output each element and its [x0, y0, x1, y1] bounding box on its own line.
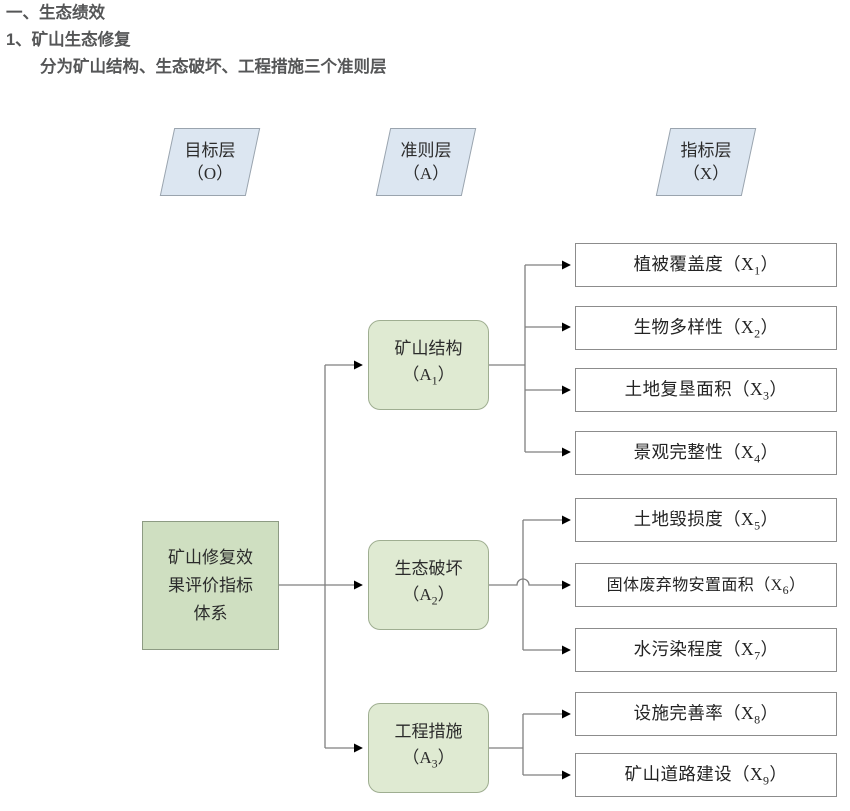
indicator-node-x3[interactable]: 土地复垦面积（X3） [575, 368, 837, 412]
criterion-node-a3-label: 工程措施（A3） [394, 722, 463, 771]
indicator-node-x3-label: 土地复垦面积（X3） [624, 379, 788, 403]
layer-header-goal-label: 目标层（O） [184, 141, 236, 183]
layer-header-criteria-label: 准则层（A） [400, 141, 452, 183]
indicator-node-x5[interactable]: 土地毁损度（X5） [575, 498, 837, 542]
indicator-node-x4-label: 景观完整性（X4） [633, 442, 779, 466]
heading-description: 分为矿山结构、生态破坏、工程措施三个准则层 [40, 58, 387, 76]
criterion-node-a3[interactable]: 工程措施（A3） [368, 703, 489, 793]
heading-block: 一、生态绩效 1、矿山生态修复 分为矿山结构、生态破坏、工程措施三个准则层 [0, 0, 850, 81]
indicator-node-x9[interactable]: 矿山道路建设（X9） [575, 753, 837, 797]
indicator-node-x6-label: 固体废弃物安置面积（X6） [606, 577, 806, 598]
indicator-node-x8[interactable]: 设施完善率（X8） [575, 692, 837, 736]
layer-header-indicator[interactable]: 指标层（X） [655, 128, 757, 196]
criterion-node-a1-label: 矿山结构（A1） [394, 339, 463, 388]
indicator-node-x2[interactable]: 生物多样性（X2） [575, 306, 837, 350]
indicator-node-x5-label: 土地毁损度（X5） [633, 509, 779, 533]
goal-node-label: 矿山修复效 果评价指标 体系 [168, 547, 253, 623]
criterion-node-a2[interactable]: 生态破坏（A2） [368, 540, 489, 630]
heading-section-title: 一、生态绩效 [6, 4, 105, 22]
indicator-node-x7[interactable]: 水污染程度（X7） [575, 628, 837, 672]
indicator-node-x1[interactable]: 植被覆盖度（X1） [575, 243, 837, 287]
indicator-node-x8-label: 设施完善率（X8） [633, 703, 779, 727]
indicator-node-x2-label: 生物多样性（X2） [633, 317, 779, 341]
indicator-node-x7-label: 水污染程度（X7） [633, 639, 779, 663]
criterion-node-a2-label: 生态破坏（A2） [394, 559, 463, 608]
heading-subsection-title: 1、矿山生态修复 [6, 31, 131, 49]
indicator-node-x1-label: 植被覆盖度（X1） [633, 254, 779, 278]
criterion-node-a1[interactable]: 矿山结构（A1） [368, 320, 489, 410]
indicator-node-x4[interactable]: 景观完整性（X4） [575, 431, 837, 475]
layer-header-indicator-label: 指标层（X） [680, 141, 732, 183]
edge-a2-x6 [489, 578, 571, 590]
indicator-node-x6[interactable]: 固体废弃物安置面积（X6） [575, 563, 837, 607]
layer-header-goal[interactable]: 目标层（O） [159, 128, 261, 196]
layer-header-criteria[interactable]: 准则层（A） [375, 128, 477, 196]
indicator-node-x9-label: 矿山道路建设（X9） [624, 764, 788, 788]
goal-node-root[interactable]: 矿山修复效 果评价指标 体系 [142, 521, 279, 650]
